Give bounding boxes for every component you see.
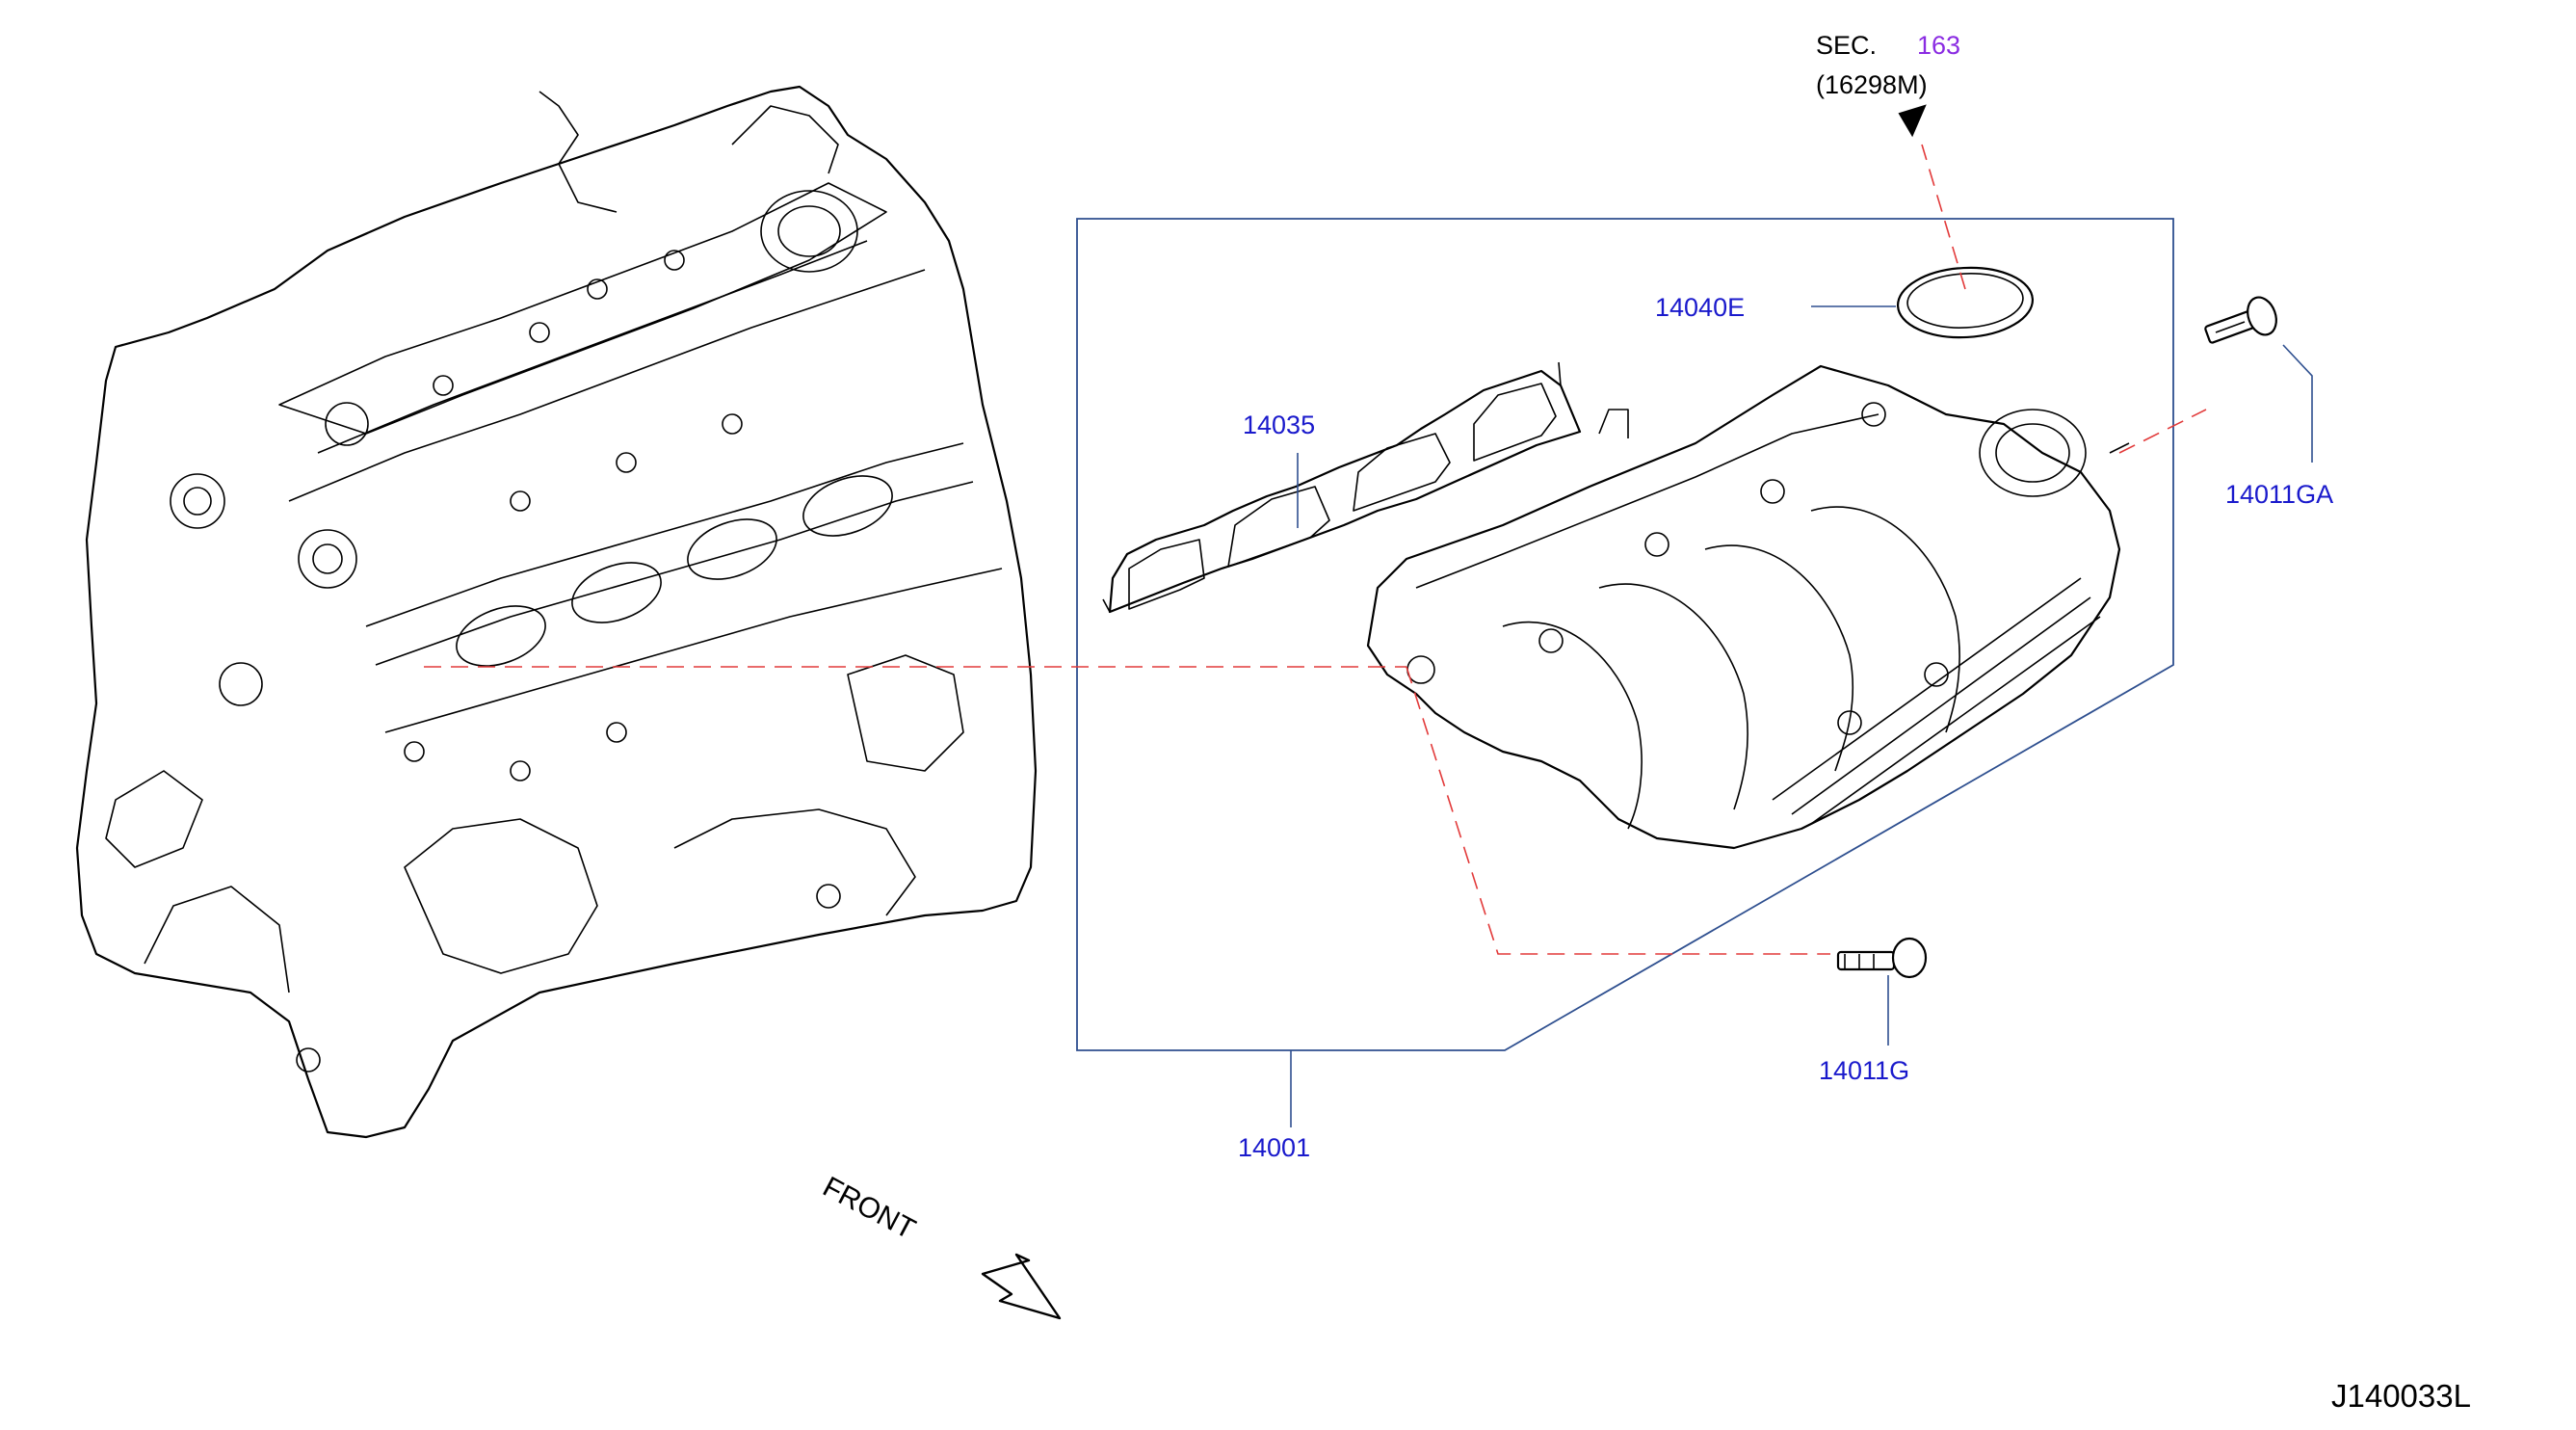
callout-14011ga[interactable]: 14011GA: [2225, 480, 2333, 509]
throttle-chamber-gasket-drawing: [1896, 266, 2035, 339]
sec-arrow-icon: [1898, 104, 1927, 138]
bolt-14011ga-drawing: [2204, 296, 2277, 344]
callout-14001[interactable]: 14001: [1238, 1133, 1310, 1162]
callout-14040e[interactable]: 14040E: [1655, 293, 1745, 322]
engine-assembly-drawing: [75, 85, 1038, 1139]
bolt-14011g-drawing: [1836, 937, 1928, 979]
sec-prefix: SEC.: [1816, 31, 1877, 60]
front-arrow-icon: [981, 1253, 1062, 1320]
intake-manifold-drawing: [1366, 364, 2130, 850]
sec-part-number: (16298M): [1816, 70, 1928, 99]
assembly-boundary: [1076, 218, 2174, 1051]
callout-14035[interactable]: 14035: [1243, 410, 1315, 439]
front-label: FRONT: [818, 1171, 921, 1246]
intake-manifold-gasket-drawing: [1102, 361, 1582, 614]
sec-163-link[interactable]: 163: [1917, 31, 1960, 60]
callout-14011g[interactable]: 14011G: [1819, 1056, 1909, 1085]
diagram-code: J140033L: [2331, 1378, 2471, 1414]
